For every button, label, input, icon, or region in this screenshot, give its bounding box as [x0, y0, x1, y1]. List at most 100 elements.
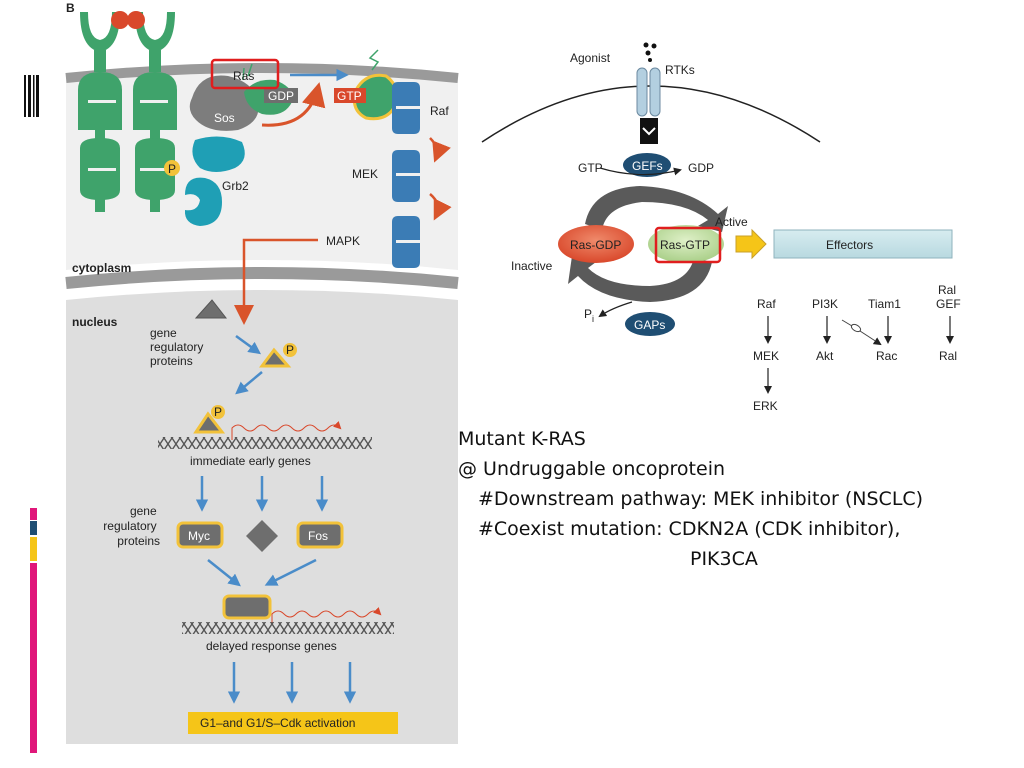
gene-reg-1-line3: proteins: [150, 354, 193, 368]
plasma-membrane: [65, 63, 459, 83]
nucleus-label: nucleus: [72, 315, 118, 329]
gaps-label: GAPs: [634, 318, 665, 332]
agonist-dots: [643, 42, 657, 62]
svg-text:gene regulatory pr: gene regulatory proteins: [150, 326, 207, 368]
gene-reg-1-line2: regulatory: [150, 340, 203, 354]
pi3k-rac-crosstalk: [841, 319, 853, 327]
note-line-5: PIK3CA: [690, 548, 758, 570]
svg-text:gene regulatory pr: gene regulatory proteins: [103, 504, 160, 548]
side-bar-magenta: [30, 563, 37, 753]
ras-gtp-ellipse: [648, 225, 724, 263]
ras-gtp-complex: GTP: [334, 49, 399, 121]
ras-highlight-box: [210, 58, 280, 90]
rtks-label: RTKs: [665, 63, 695, 77]
gdp-label-right: GDP: [688, 161, 714, 175]
gaps-ellipse: [625, 312, 675, 336]
path-raf-label: Raf: [757, 297, 776, 311]
gefs-ellipse: [623, 153, 671, 177]
path-ralgef-label-2: GEF: [936, 297, 961, 311]
delayed-response-genes-label: delayed response genes: [206, 639, 337, 653]
sos-protein: [189, 75, 259, 131]
note-line-2: @ Undruggable oncoprotein: [458, 458, 726, 480]
barcode-icon: [24, 75, 39, 117]
inactivation-arrow: [568, 256, 712, 302]
note-line-1: Mutant K-RAS: [458, 428, 586, 450]
effector-arrow: [735, 228, 767, 260]
ras-cycle-panel: Agonist RTKs GEFs GTP GDP Active Ras-GDP…: [481, 42, 961, 413]
side-bar-yellow: [30, 537, 37, 561]
pi-label: P: [584, 307, 592, 321]
middle-protein-diamond: [246, 520, 278, 552]
side-bar-pink-small: [30, 508, 37, 520]
note-line-3: #Downstream pathway: MEK inhibitor (NSCL…: [478, 488, 924, 510]
sos-label: Sos: [214, 111, 235, 125]
cell-signaling-panel: B P: [65, 1, 459, 744]
gene-reg-2-line1: gene: [130, 504, 157, 518]
receptor-left: [78, 12, 122, 212]
path-ralgef-label-1: Ral: [938, 283, 956, 297]
receptor-right: [133, 12, 177, 212]
fos-protein: Fos: [296, 521, 344, 549]
panel-letter: B: [66, 1, 75, 15]
pi-subscript: i: [592, 314, 594, 324]
mapk-block: [392, 216, 420, 268]
path-mek-label: MEK: [753, 349, 779, 363]
gtp-label-left: GTP: [337, 89, 362, 103]
active-label: Active: [715, 215, 748, 229]
grb2-label: Grb2: [222, 179, 249, 193]
complex-protein: [222, 594, 272, 620]
nucleus-region: [66, 290, 458, 744]
notes-text: Mutant K-RAS @ Undruggable oncoprotein #…: [458, 424, 1018, 574]
dna-delayed-response: [182, 622, 394, 634]
myc-label: Myc: [188, 529, 210, 543]
gene-regulatory-protein-inactive: [194, 299, 228, 319]
gtp-label-right: GTP: [578, 161, 603, 175]
effectors-box: [773, 229, 953, 259]
nuclear-envelope: [65, 267, 459, 289]
ras-gtp-label: Ras-GTP: [660, 238, 710, 252]
gene-regulatory-protein-active: P: [259, 343, 297, 368]
raf-label: Raf: [430, 104, 449, 118]
gdp-label-left: GDP: [268, 89, 294, 103]
myc-protein: Myc: [176, 521, 224, 549]
mek-block: [392, 150, 420, 202]
phospho-label-1: P: [286, 343, 294, 357]
side-bar-navy: [30, 521, 37, 535]
cdk-activation-label: G1–and G1/S–Cdk activation: [200, 716, 355, 730]
agonist-label: Agonist: [570, 51, 611, 65]
grb2-protein: [184, 136, 245, 226]
ras-gtp-highlight-box: [654, 226, 722, 264]
effectors-label: Effectors: [826, 238, 873, 252]
gene-reg-1-line1: gene: [150, 326, 177, 340]
ras-label: Ras: [233, 69, 254, 83]
phospho-label-2: P: [214, 405, 222, 419]
mapk-label: MAPK: [326, 234, 360, 248]
dna-immediate-early: [158, 437, 372, 449]
inactive-label: Inactive: [511, 259, 553, 273]
path-tiam1-label: Tiam1: [868, 297, 901, 311]
gene-regulatory-protein-bound: P: [193, 405, 226, 434]
ligand: [111, 11, 145, 29]
path-pi3k-label: PI3K: [812, 297, 838, 311]
ras-gdp-label: Ras-GDP: [570, 238, 621, 252]
gene-reg-2-line3: proteins: [117, 534, 160, 548]
rtk-receptor: [636, 67, 661, 144]
mek-label: MEK: [352, 167, 378, 181]
gefs-label: GEFs: [632, 159, 663, 173]
cdk-activation-box: [188, 712, 398, 734]
raf-block: [392, 82, 420, 134]
note-line-4: #Coexist mutation: CDKN2A (CDK inhibitor…: [478, 518, 901, 540]
cytoplasm-label: cytoplasm: [72, 261, 131, 275]
fos-label: Fos: [308, 529, 328, 543]
svg-text:Pi: Pi: [584, 307, 594, 324]
phospho-badge-receptor: [164, 160, 180, 176]
gene-reg-2-line2: regulatory: [103, 519, 156, 533]
phospho-label-receptor: P: [168, 162, 176, 176]
path-ral-label: Ral: [939, 349, 957, 363]
ras-gdp-ellipse: [558, 225, 634, 263]
path-erk-label: ERK: [753, 399, 778, 413]
path-rac-label: Rac: [876, 349, 897, 363]
activation-arrow: [585, 186, 728, 232]
path-akt-label: Akt: [816, 349, 834, 363]
